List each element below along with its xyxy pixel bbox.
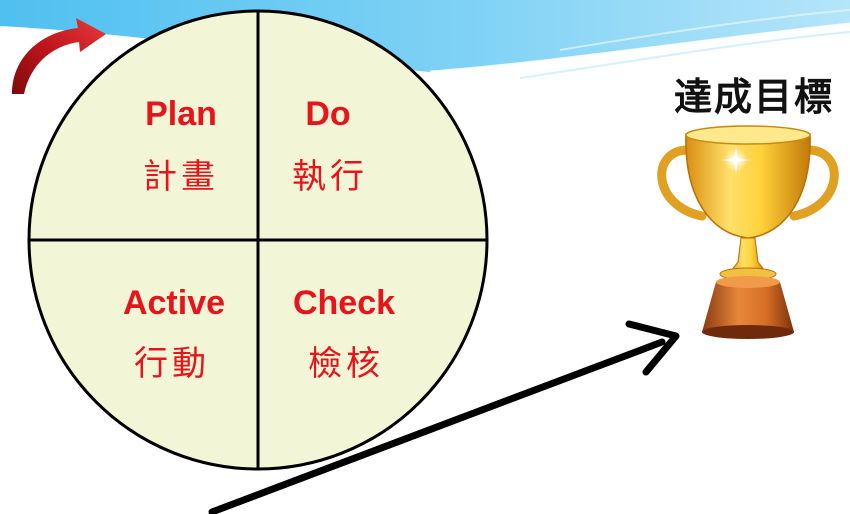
goal-label: 達成目標 [674, 74, 834, 119]
plan-label-en: Plan [145, 95, 217, 133]
plan-label-zh: 計畫 [143, 157, 219, 197]
progress-arrow-icon [208, 320, 680, 514]
curved-arrow-icon [12, 18, 106, 94]
do-label-en: Do [305, 95, 350, 133]
active-label-en: Active [123, 284, 225, 322]
trophy-icon [657, 125, 839, 339]
pdca-cycle: Plan 計畫 Do 執行 Active 行動 Check 檢核 [27, 9, 489, 471]
do-label-zh: 執行 [292, 157, 368, 197]
active-label-zh: 行動 [134, 344, 210, 384]
check-label-zh: 檢核 [308, 344, 384, 384]
check-label-en: Check [293, 284, 395, 322]
